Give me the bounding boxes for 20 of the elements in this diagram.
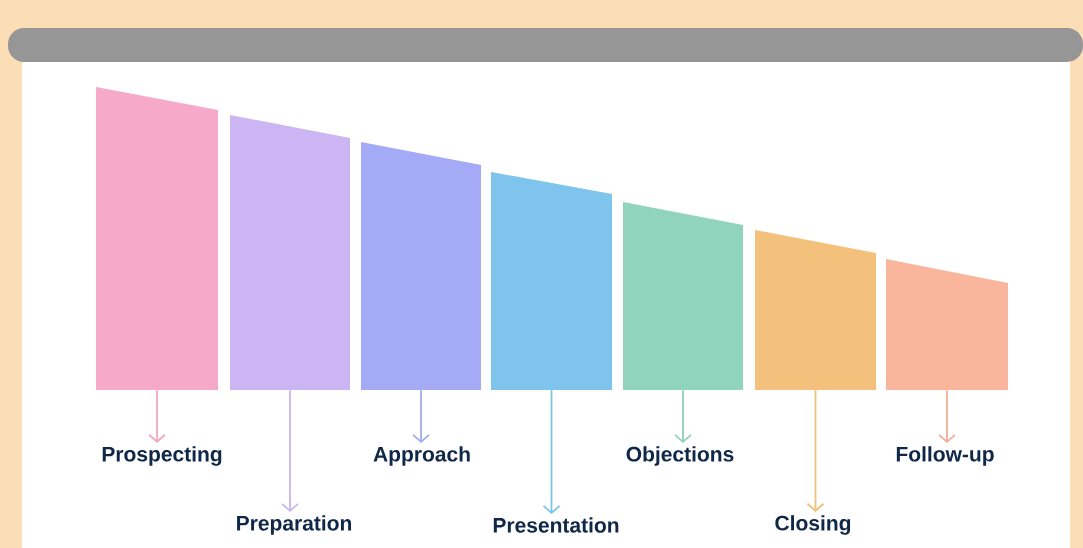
stage-label: Prospecting xyxy=(102,446,222,466)
stage-label: Preparation xyxy=(237,515,352,535)
stage-label: Approach xyxy=(373,446,470,466)
arrow xyxy=(148,389,166,443)
bar xyxy=(96,87,218,390)
bar xyxy=(755,230,876,390)
arrow xyxy=(806,389,825,512)
arrow xyxy=(674,389,692,443)
arrow xyxy=(412,389,430,443)
arrow xyxy=(281,389,299,512)
bar xyxy=(230,115,350,390)
stage-label: Presentation xyxy=(493,517,619,533)
bar xyxy=(491,172,612,390)
stage-label: Objections xyxy=(626,446,734,466)
stage-label: Closing xyxy=(775,515,851,535)
arrow xyxy=(542,389,561,515)
arrow xyxy=(938,389,956,443)
bar xyxy=(623,202,743,390)
bar xyxy=(361,142,481,390)
stage-label: Follow-up xyxy=(896,446,994,466)
